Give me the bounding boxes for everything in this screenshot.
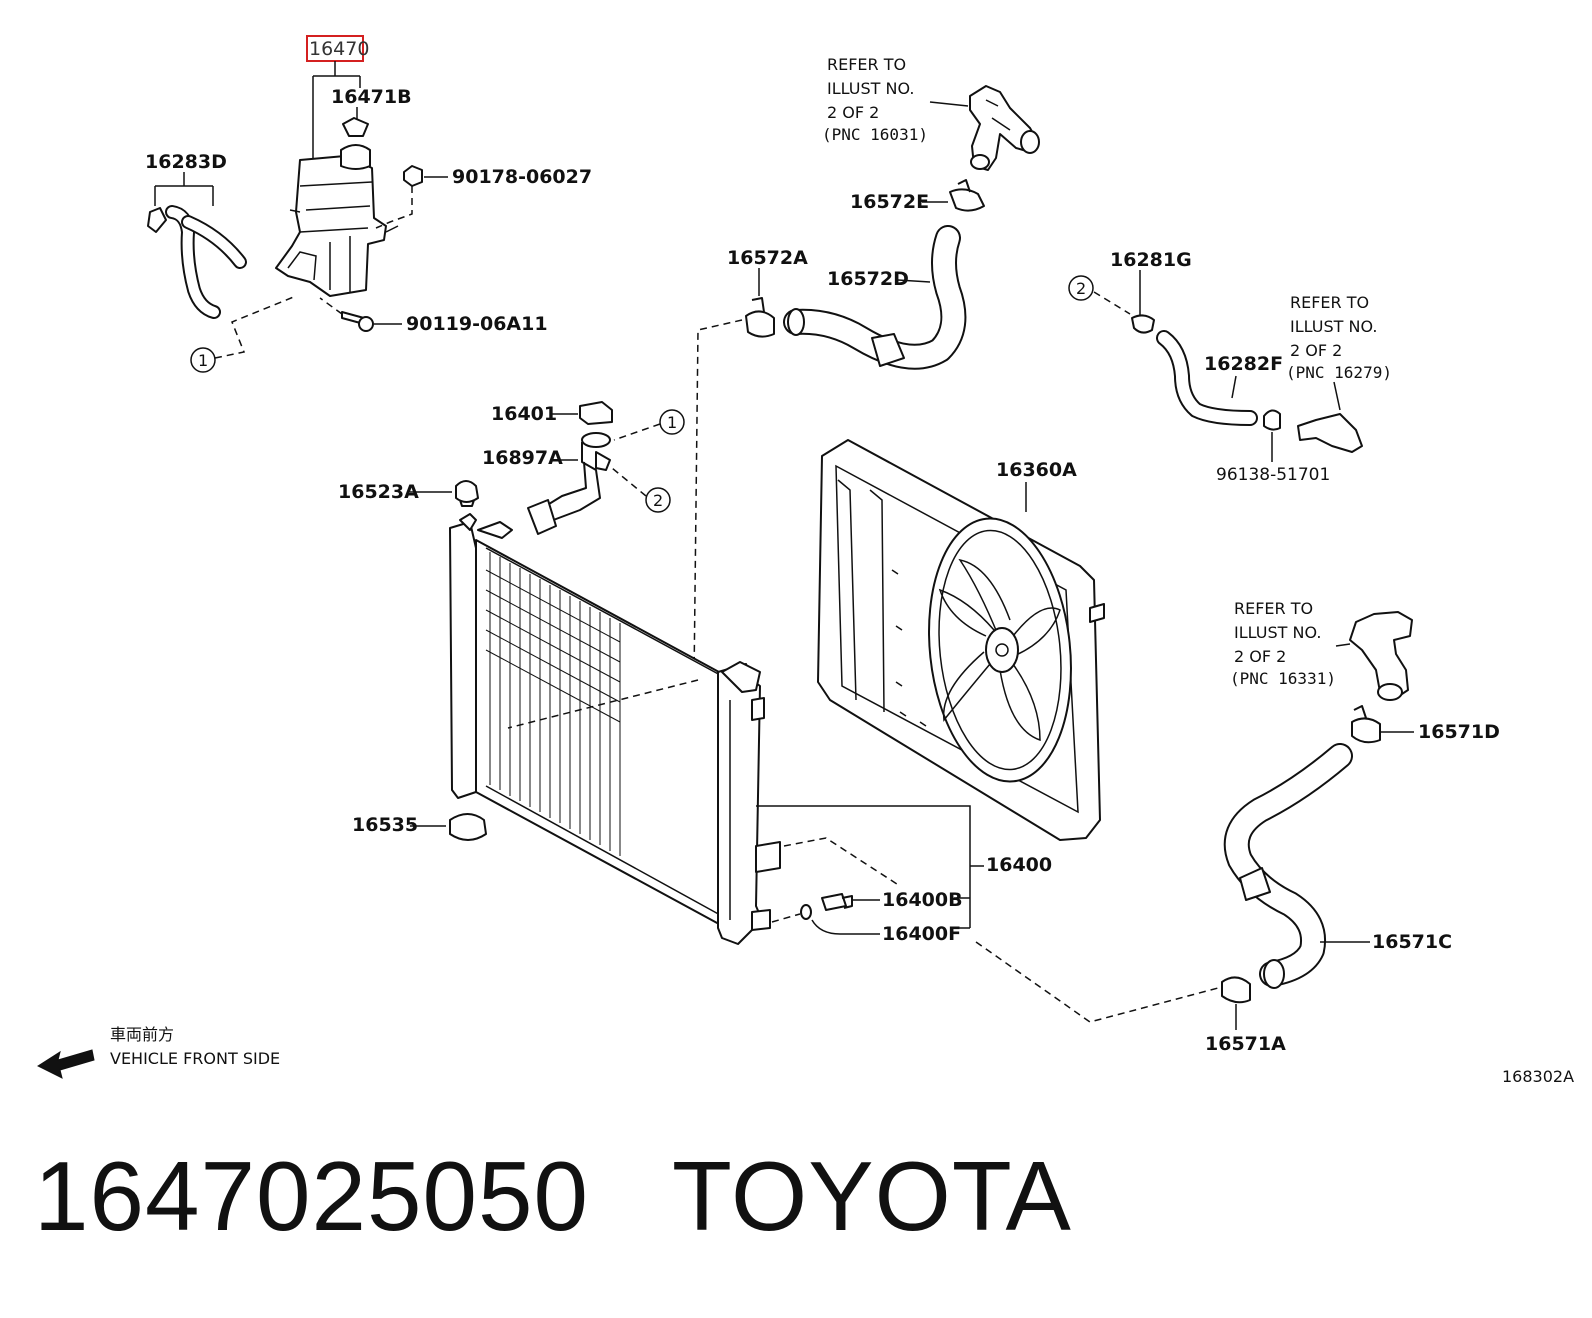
svg-text:2 OF 2: 2 OF 2 [1234, 647, 1286, 666]
reservoir-tank-group: 16470 16471B 16283D 90178-06027 [145, 35, 592, 373]
label-16282F[interactable]: 16282F [1204, 353, 1283, 375]
svg-text:REFER TO: REFER TO [827, 55, 906, 74]
hose-16572D-part [783, 225, 967, 370]
part-number: 1647025050 [34, 1141, 590, 1251]
label-16897A[interactable]: 16897A [482, 447, 563, 469]
svg-text:ILLUST NO.: ILLUST NO. [1234, 623, 1321, 642]
label-16360A[interactable]: 16360A [996, 459, 1077, 481]
radiator-group: 16401 1 16897A 2 16523A [338, 401, 1052, 945]
reservoir-cap-part [342, 117, 369, 137]
svg-text:2: 2 [1076, 279, 1086, 298]
radiator-fins [485, 552, 621, 856]
part-title: 1647025050 TOYOTA [34, 1140, 1072, 1253]
grommet-16535-part [449, 813, 487, 841]
label-16572A[interactable]: 16572A [727, 247, 808, 269]
grommet-16523A-part [455, 480, 479, 507]
svg-text:2 OF 2: 2 OF 2 [1290, 341, 1342, 360]
vehicle-front-indicator: 車両前方 VEHICLE FRONT SIDE [36, 1025, 280, 1079]
fan-shroud-group: 16360A [817, 439, 1105, 841]
refer-note-16331: REFER TO ILLUST NO. 2 OF 2 (PNC 16331) [1230, 599, 1336, 688]
svg-text:(PNC 16031): (PNC 16031) [822, 125, 928, 144]
refer-note-16031: REFER TO ILLUST NO. 2 OF 2 (PNC 16031) [822, 55, 928, 144]
radiator-part [449, 513, 781, 945]
label-16281G[interactable]: 16281G [1110, 249, 1192, 271]
clamp-96138-part [1263, 409, 1281, 431]
svg-text:車両前方: 車両前方 [110, 1025, 174, 1044]
svg-text:1: 1 [667, 413, 677, 432]
label-16471B[interactable]: 16471B [331, 86, 412, 108]
fan-shroud-part [817, 439, 1105, 841]
upper-hose-group: REFER TO ILLUST NO. 2 OF 2 (PNC 16031) 1… [693, 55, 1040, 681]
circle-ref-1-left [190, 347, 216, 373]
label-16401[interactable]: 16401 [491, 403, 557, 425]
clamp-16571D-part [1351, 705, 1381, 744]
svg-text:REFER TO: REFER TO [1290, 293, 1369, 312]
circle-ref-1-left-text: 1 [198, 351, 208, 370]
radiator-cap-part [579, 401, 613, 425]
water-inlet-part [969, 85, 1040, 171]
svg-text:REFER TO: REFER TO [1234, 599, 1313, 618]
clamp-16572E-part [949, 179, 985, 212]
label-16283D[interactable]: 16283D [145, 151, 227, 173]
label-16572D[interactable]: 16572D [827, 268, 909, 290]
svg-text:(PNC 16279): (PNC 16279) [1286, 363, 1392, 382]
label-16400[interactable]: 16400 [986, 854, 1052, 876]
label-90119-06A11[interactable]: 90119-06A11 [406, 313, 548, 335]
label-16571C[interactable]: 16571C [1372, 931, 1452, 953]
label-16571A[interactable]: 16571A [1205, 1033, 1286, 1055]
filler-neck-part [527, 432, 611, 535]
parts-diagram: 16470 16471B 16283D 90178-06027 [36, 35, 1574, 1086]
label-16470[interactable]: 16470 [309, 38, 369, 60]
hose-16571C-part [1223, 743, 1353, 989]
label-16400B[interactable]: 16400B [882, 889, 963, 911]
clamp-16572A-part [745, 297, 775, 338]
svg-text:2 OF 2: 2 OF 2 [827, 103, 879, 122]
svg-text:2: 2 [653, 491, 663, 510]
o-ring-part [800, 904, 812, 920]
svg-text:VEHICLE FRONT SIDE: VEHICLE FRONT SIDE [110, 1049, 280, 1068]
nut-90178-part [403, 165, 423, 187]
brand-name: TOYOTA [671, 1141, 1072, 1251]
label-16523A[interactable]: 16523A [338, 481, 419, 503]
label-90178-06027[interactable]: 90178-06027 [452, 166, 592, 188]
hose-16282F-part [1156, 330, 1258, 426]
refer-note-16279: REFER TO ILLUST NO. 2 OF 2 (PNC 16279) [1286, 293, 1392, 382]
label-16572E[interactable]: 16572E [850, 191, 929, 213]
arrow-left-icon [36, 1049, 95, 1079]
reservoir-tank-part [275, 144, 399, 297]
svg-text:(PNC 16331): (PNC 16331) [1230, 669, 1336, 688]
bolt-90119-part [341, 311, 374, 332]
lower-hose-group: REFER TO ILLUST NO. 2 OF 2 (PNC 16331) 1… [975, 599, 1500, 1055]
label-16535[interactable]: 16535 [352, 814, 418, 836]
clamp-16571A-part [1221, 976, 1251, 1004]
svg-text:ILLUST NO.: ILLUST NO. [1290, 317, 1377, 336]
clamp-16281G-part [1131, 314, 1155, 334]
label-96138-51701[interactable]: 96138-51701 [1216, 465, 1330, 485]
svg-text:ILLUST NO.: ILLUST NO. [827, 79, 914, 98]
pipe-16279-part [1297, 413, 1363, 453]
diagram-code: 168302A [1502, 1067, 1574, 1086]
label-16400F[interactable]: 16400F [882, 923, 961, 945]
drain-cock-part [821, 893, 853, 911]
bypass-hose-group: 2 16281G 16282F 96138-51701 REFER TO ILL… [1068, 249, 1392, 485]
label-16571D[interactable]: 16571D [1418, 721, 1500, 743]
hose-16283D-part [147, 205, 247, 319]
outlet-pipe-part [1349, 611, 1413, 701]
